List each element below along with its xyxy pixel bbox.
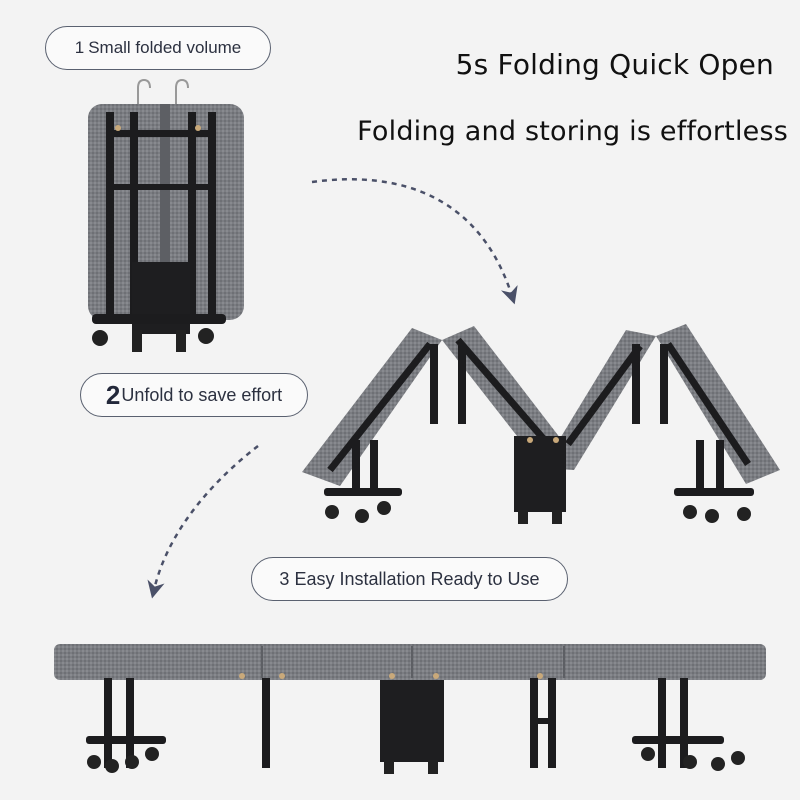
step-1-number: 1 [74, 38, 85, 57]
step-2-number: 2 [105, 379, 121, 410]
step-2-badge: 2 Unfold to save effort [80, 373, 308, 417]
step-1-label: Small folded volume [88, 38, 242, 57]
step-3-label: Easy Installation Ready to Use [294, 568, 540, 589]
step-3-number: 3 [279, 568, 290, 589]
flow-arrow-1-to-2 [311, 178, 518, 305]
step-2-label: Unfold to save effort [121, 384, 283, 405]
folded-bed-image [88, 78, 244, 352]
unfolding-bed-image [302, 324, 780, 524]
step-1-badge: 1 Small folded volume [45, 26, 271, 70]
headline-primary: 5s Folding Quick Open [455, 48, 774, 81]
flow-arrow-2-to-3 [147, 445, 259, 599]
headline-secondary: Folding and storing is effortless [357, 116, 788, 147]
step-3-badge: 3 Easy Installation Ready to Use [251, 557, 568, 601]
flat-bed-image [54, 644, 766, 774]
